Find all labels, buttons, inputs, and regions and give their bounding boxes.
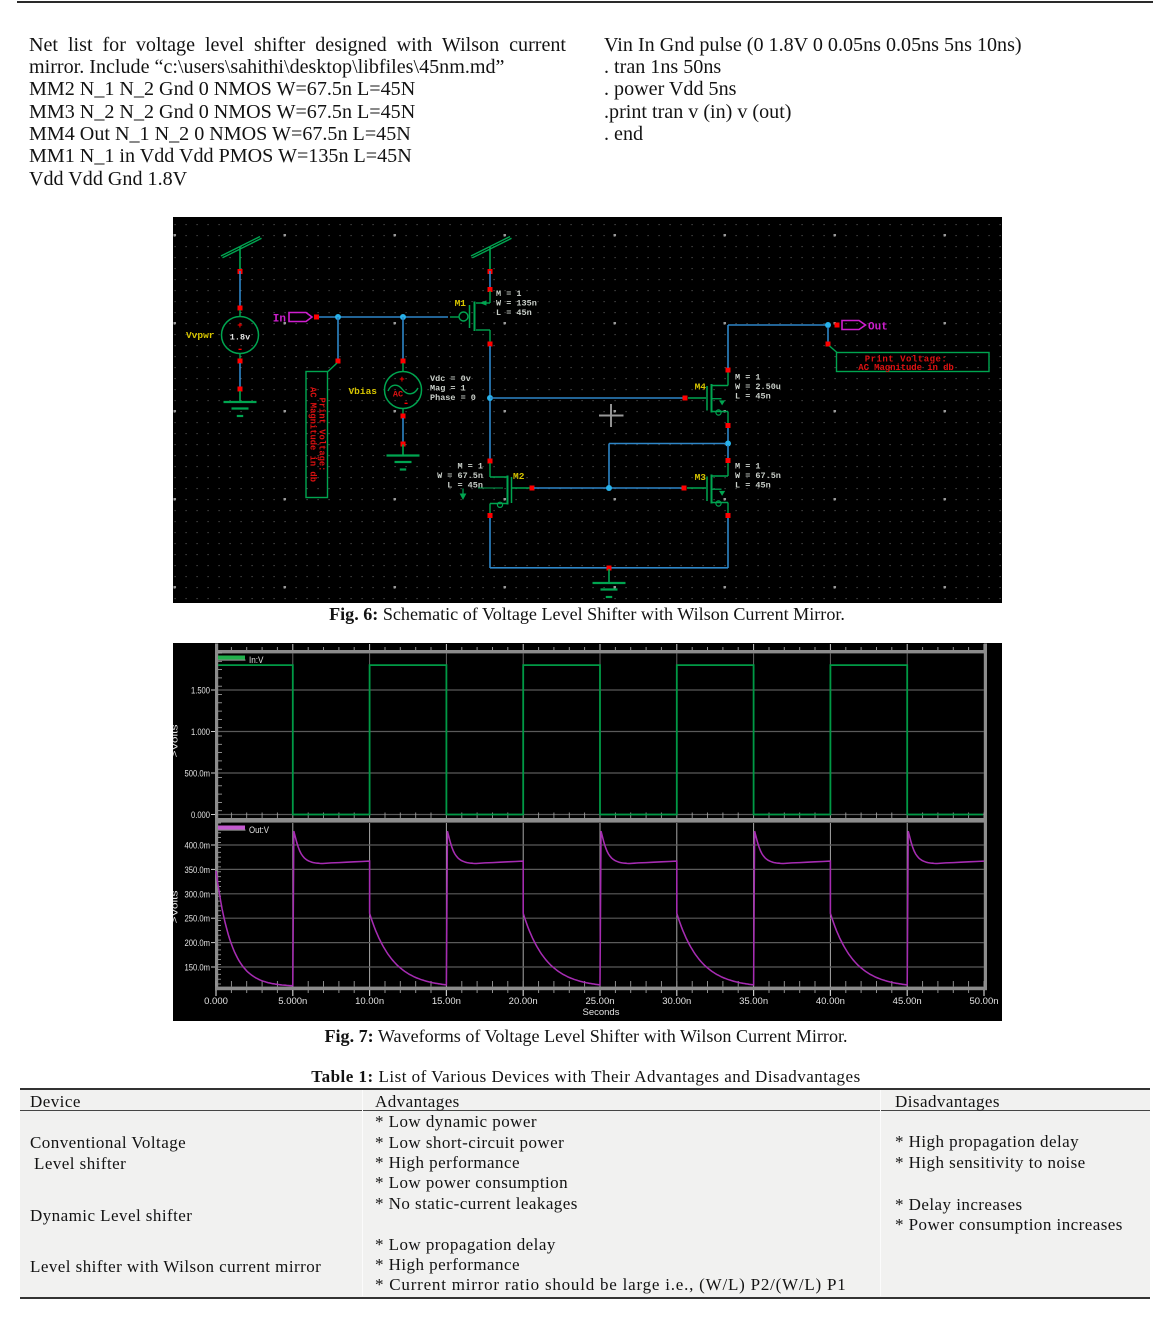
svg-text:AC Magnitude in db: AC Magnitude in db — [858, 363, 953, 373]
svg-text:Vvpwr: Vvpwr — [186, 330, 215, 341]
svg-text:>Volts: >Volts — [173, 724, 181, 757]
svg-text:AC Magnitude in db: AC Magnitude in db — [308, 387, 318, 482]
svg-text:200.0m: 200.0m — [185, 938, 211, 949]
svg-text:Out: Out — [868, 322, 888, 334]
svg-text:Vbias: Vbias — [348, 386, 377, 397]
svg-text:L = 45n: L = 45n — [735, 481, 771, 491]
svg-text:W = 135n: W = 135n — [496, 299, 537, 309]
svg-text:Phase = 0: Phase = 0 — [430, 393, 476, 403]
svg-text:>Volts: >Volts — [173, 890, 181, 923]
svg-text:M = 1: M = 1 — [496, 289, 522, 299]
svg-text:M = 1: M = 1 — [457, 462, 483, 472]
svg-text:M = 1: M = 1 — [735, 373, 761, 383]
svg-text:W = 67.5n: W = 67.5n — [437, 471, 483, 481]
svg-text:350.0m: 350.0m — [185, 865, 211, 876]
svg-text:L = 45n: L = 45n — [735, 392, 771, 402]
svg-text:1.000: 1.000 — [191, 727, 210, 738]
svg-text:In: In — [273, 314, 286, 326]
svg-text:10.00n: 10.00n — [355, 996, 384, 1007]
svg-text:-: - — [403, 398, 410, 410]
svg-text:1.8v: 1.8v — [230, 333, 250, 343]
svg-text:M2: M2 — [513, 471, 525, 482]
svg-text:45.00n: 45.00n — [893, 996, 922, 1007]
svg-text:M4: M4 — [695, 382, 707, 393]
svg-text:Out:V: Out:V — [249, 825, 270, 836]
svg-text:+: + — [399, 375, 404, 385]
svg-text:20.00n: 20.00n — [509, 996, 538, 1007]
svg-text:Vdc = 0v: Vdc = 0v — [430, 374, 471, 384]
svg-text:40.00n: 40.00n — [816, 996, 845, 1007]
svg-text:250.0m: 250.0m — [185, 914, 211, 925]
svg-text:35.00n: 35.00n — [739, 996, 768, 1007]
svg-text:150.0m: 150.0m — [185, 963, 211, 974]
svg-text:Print Voltage:: Print Voltage: — [317, 398, 327, 472]
svg-text:50.00n: 50.00n — [969, 996, 998, 1007]
svg-text:L = 45n: L = 45n — [496, 308, 532, 318]
svg-text:AC: AC — [393, 390, 403, 400]
svg-text:+: + — [237, 321, 242, 331]
svg-text:W = 2.50u: W = 2.50u — [735, 382, 781, 392]
svg-text:Print Voltage:: Print Voltage: — [865, 355, 948, 365]
svg-text:L = 45n: L = 45n — [447, 481, 483, 491]
svg-text:M1: M1 — [455, 298, 467, 309]
svg-text:0.000: 0.000 — [191, 810, 210, 821]
svg-text:30.00n: 30.00n — [662, 996, 691, 1007]
svg-text:25.00n: 25.00n — [585, 996, 614, 1007]
svg-text:M3: M3 — [695, 472, 707, 483]
svg-text:In:V: In:V — [249, 655, 264, 666]
svg-text:1.500: 1.500 — [191, 686, 210, 697]
svg-text:W = 67.5n: W = 67.5n — [735, 471, 781, 481]
svg-text:-: - — [237, 344, 244, 356]
svg-text:15.00n: 15.00n — [432, 996, 461, 1007]
svg-text:300.0m: 300.0m — [185, 889, 211, 900]
svg-text:500.0m: 500.0m — [185, 769, 211, 780]
svg-text:Mag = 1: Mag = 1 — [430, 384, 466, 394]
svg-text:0.000: 0.000 — [204, 996, 228, 1007]
svg-text:M = 1: M = 1 — [735, 462, 761, 472]
svg-text:5.000n: 5.000n — [278, 996, 307, 1007]
svg-text:Seconds: Seconds — [583, 1007, 620, 1018]
svg-text:400.0m: 400.0m — [185, 841, 211, 852]
